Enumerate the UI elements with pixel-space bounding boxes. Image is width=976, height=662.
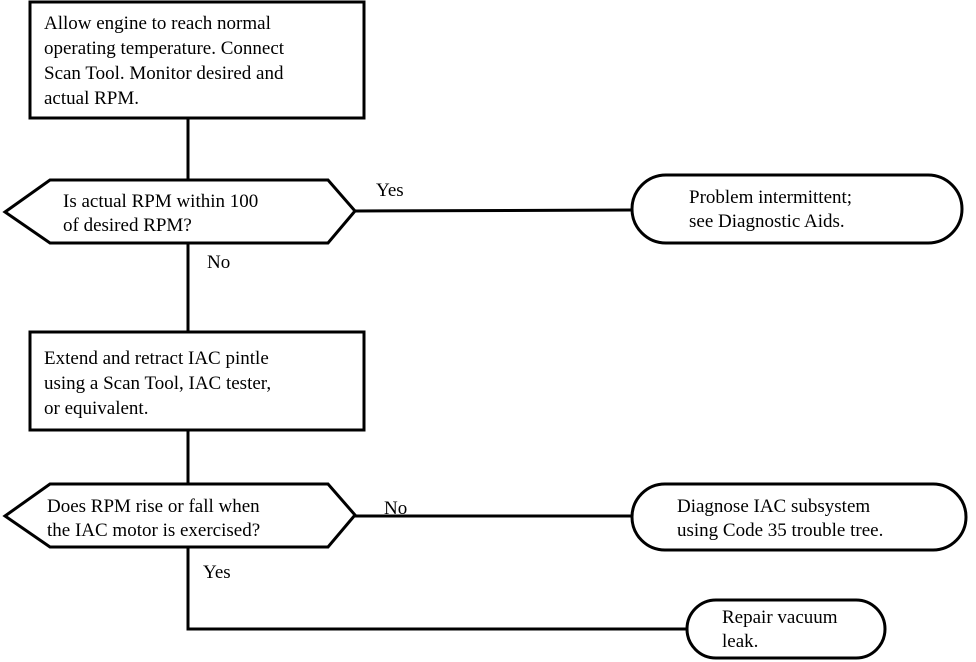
terminal-text-3: Repair vacuum leak. xyxy=(722,607,838,652)
no-label-2: No xyxy=(384,498,408,519)
process-box-2 xyxy=(28,330,366,432)
decision-text-1: Is actual RPM within 100 of desired RPM? xyxy=(63,191,259,236)
process-text-1: Allow engine to reach normal operating t… xyxy=(44,13,285,109)
decision-text-2: Does RPM rise or fall when the IAC motor… xyxy=(47,496,261,541)
process-box-1 xyxy=(28,0,366,120)
terminal-text-2: Diagnose IAC subsystem using Code 35 tro… xyxy=(677,496,884,541)
terminal-text-1: Problem intermittent; see Diagnostic Aid… xyxy=(689,187,853,232)
connector-decision2-yes xyxy=(186,547,687,631)
connector-decision1-yes xyxy=(354,208,633,213)
yes-label-2: Yes xyxy=(203,562,231,583)
terminal-oval-1 xyxy=(630,173,964,245)
yes-label-1: Yes xyxy=(376,180,404,201)
no-label-1: No xyxy=(207,252,231,273)
process-text-2: Extend and retract IAC pintle using a Sc… xyxy=(44,348,272,419)
